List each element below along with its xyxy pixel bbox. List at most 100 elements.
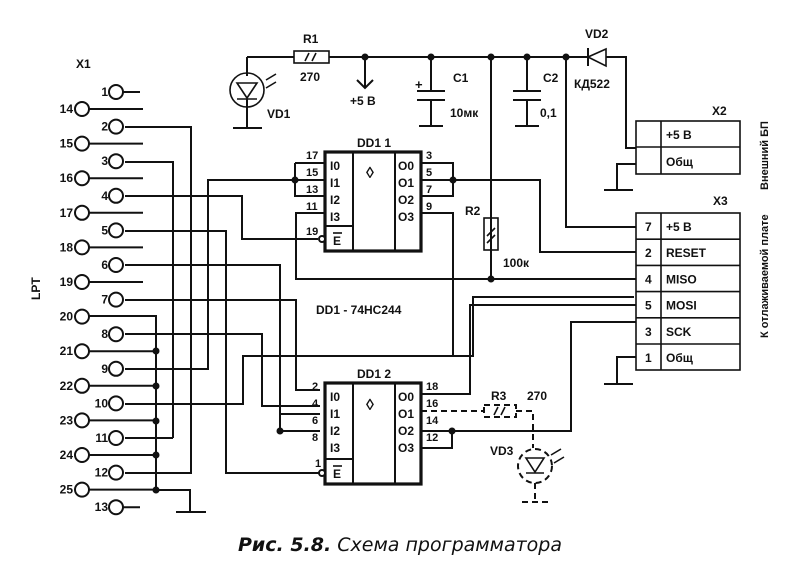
x1-pin: 7 [101, 291, 124, 308]
dd11-symbol: ◊ [366, 165, 374, 182]
x1-pin: 5 [101, 222, 124, 239]
dd11-in0-label: I0 [330, 159, 340, 173]
svg-text:20: 20 [60, 310, 74, 324]
dd11-pin: 11 [306, 201, 318, 213]
c2-ref: C2 [543, 71, 559, 85]
x3-ref: X3 [713, 194, 728, 208]
x1-pin: 12 [95, 464, 124, 481]
svg-text:18: 18 [60, 240, 74, 254]
dd11-en-label: E [333, 234, 341, 248]
r3-value: 270 [527, 389, 547, 403]
c2-value: 0,1 [540, 106, 557, 120]
x3-row-signal: SCK [666, 325, 692, 339]
vd1-ref: VD1 [267, 107, 291, 121]
dd11-out0-label: O0 [398, 159, 414, 173]
capacitor-c2: C2 0,1 [513, 57, 559, 127]
r1-value: 270 [300, 70, 320, 84]
wire-mosi [421, 304, 636, 395]
dd12-pin: 18 [426, 381, 438, 393]
r2-value: 100к [503, 256, 530, 270]
dd12-in0-label: I0 [330, 390, 340, 404]
x1-pin: 9 [101, 360, 124, 377]
x2-row-signal: Общ [666, 155, 694, 169]
figure-caption: Рис. 5.8. Схема программатора [0, 534, 800, 556]
dd12-pin: 1 [315, 458, 321, 470]
c1-polarity: + [415, 77, 423, 92]
dd12-out1-label: O1 [398, 407, 414, 421]
svg-text:8: 8 [101, 327, 108, 341]
svg-text:1: 1 [101, 85, 108, 99]
caption-label: Рис. 5.8. [238, 534, 332, 556]
x1-pin: 22 [60, 377, 156, 394]
x3-row-signal: Общ [666, 351, 694, 365]
x1-pin: 21 [60, 343, 156, 360]
diode-vd2: VD2 КД522 [574, 27, 612, 91]
svg-text:21: 21 [60, 344, 74, 358]
x3-row-signal: MISO [666, 272, 697, 286]
x1-pin: 1 [101, 84, 140, 100]
svg-text:14: 14 [60, 102, 74, 116]
vd2-ref: VD2 [585, 27, 609, 41]
vcc-label: +5 В [350, 94, 376, 108]
dd11-out3-label: O3 [398, 210, 414, 224]
svg-text:23: 23 [60, 413, 74, 427]
chip-note: DD1 - 74HC244 [316, 303, 402, 317]
x1-pin: 4 [101, 187, 124, 204]
dd11-out1-label: O1 [398, 176, 414, 190]
wire-vcc-to-x3 [565, 57, 636, 228]
x1-ref: X1 [76, 57, 91, 71]
x1-pin: 16 [60, 170, 143, 187]
dd12-pin: 4 [312, 398, 319, 410]
dd12-pin: 8 [312, 432, 318, 444]
x1-pin: 18 [60, 239, 143, 256]
dd12-out3-label: O3 [398, 441, 414, 455]
x1-pin: 10 [95, 395, 124, 412]
x2-ref: X2 [712, 104, 727, 118]
dd11-pin: 15 [306, 167, 318, 179]
capacitor-c1: + C1 10мк [415, 57, 479, 127]
junction [152, 382, 160, 390]
x1-pin: 8 [101, 326, 124, 343]
x1-pin: 2 [101, 118, 124, 135]
dd11-in3-label: I3 [330, 210, 340, 224]
x3-row: 7+5 В [645, 220, 692, 234]
resistor-r2: R2 100к [465, 204, 530, 283]
dd12-title: DD1 2 [357, 367, 391, 381]
junction [152, 417, 160, 425]
x1-ground-bus [89, 315, 206, 513]
junction [152, 451, 160, 459]
dd12-pin: 2 [312, 381, 318, 393]
x1-pin: 20 [60, 308, 90, 325]
x1-pin: 19 [60, 274, 143, 290]
svg-text:22: 22 [60, 379, 74, 393]
svg-text:24: 24 [60, 448, 74, 462]
led-vd1: VD1 [229, 57, 291, 129]
x3-row-signal: RESET [666, 246, 707, 260]
x3-row-signal: +5 В [666, 220, 692, 234]
chip-dd1-1: DD1 1 ◊ I0 I1 I2 I3 E O0 O1 O2 O3 17 15 … [291, 136, 636, 356]
vd3-ref: VD3 [490, 444, 514, 458]
x3-side-label: К отлаживаемой плате [759, 214, 771, 338]
dd12-out0-label: O0 [398, 390, 414, 404]
c1-value: 10мк [450, 106, 479, 120]
dd12-in1-label: I1 [330, 407, 340, 421]
dd11-pin: 13 [306, 184, 318, 196]
r2-ref: R2 [465, 204, 481, 218]
x2-row-signal: +5 В [666, 128, 692, 142]
x3-row-pin: 4 [645, 272, 652, 286]
r3-ref: R3 [491, 389, 507, 403]
dd12-out2-label: O2 [398, 424, 414, 438]
dd12-in2-label: I2 [330, 424, 340, 438]
svg-text:13: 13 [95, 500, 109, 514]
c1-ref: C1 [453, 71, 469, 85]
dd12-symbol: ◊ [366, 397, 374, 414]
connector-x2: X2 +5 В Общ Внешний БП [604, 104, 771, 191]
